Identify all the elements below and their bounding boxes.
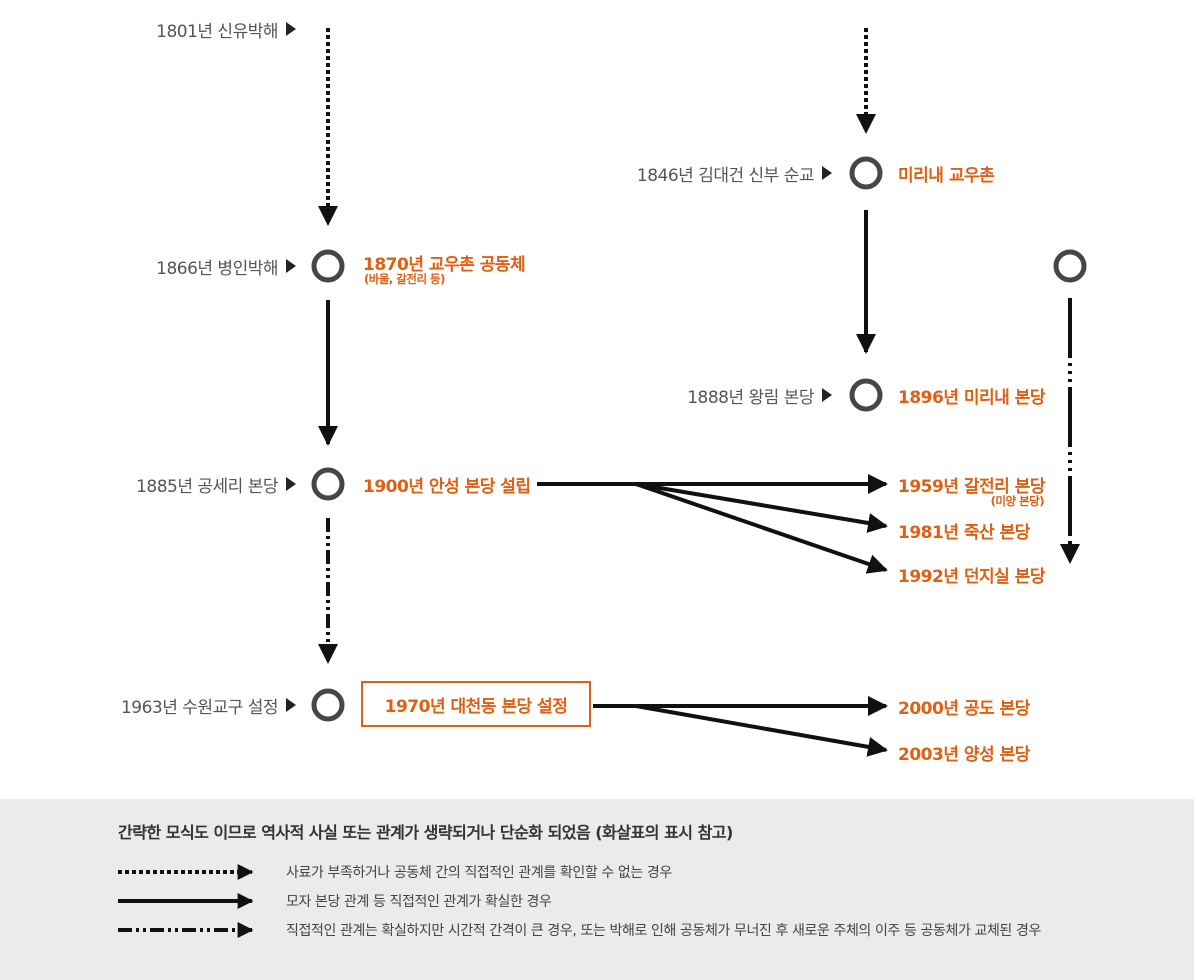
event-1866: 1866년 병인박해 [156, 259, 278, 279]
label-1870-village-sub: (바울, 갈전리 등) [364, 272, 445, 286]
legend-panel: 간략한 모식도 이므로 역사적 사실 또는 관계가 생략되거나 단순화 되었음 … [0, 799, 1194, 980]
label-1992-deonjisil: 1992년 던지실 본당 [898, 567, 1046, 587]
flow-diagram [286, 22, 1087, 757]
arrow-daecheondong-to-yangseong [635, 704, 888, 757]
event-1885: 1885년 공세리 본당 [136, 477, 278, 497]
daecheondong-box: 1970년 대천동 본당 설정 [361, 681, 591, 727]
node-right-column [1053, 249, 1087, 283]
pointer-triangle-1866 [286, 259, 296, 273]
label-1981-juksan: 1981년 죽산 본당 [898, 523, 1030, 543]
legend-text-solid: 모자 본당 관계 등 직접적인 관계가 확실한 경우 [286, 894, 552, 910]
pointer-triangle-1963 [286, 698, 296, 712]
node-1885 [311, 467, 345, 501]
label-1870-village: 1870년 교우촌 공동체 [363, 255, 526, 275]
node-1866 [311, 249, 345, 283]
label-1959-galjeonri-sub: (미양 본당) [990, 494, 1045, 508]
legend-title: 간략한 모식도 이므로 역사적 사실 또는 관계가 생략되거나 단순화 되었음 … [118, 823, 733, 842]
label-mirinae-village: 미리내 교우촌 [898, 166, 995, 186]
label-1900-anseong: 1900년 안성 본당 설립 [363, 477, 531, 497]
event-1801: 1801년 신유박해 [156, 22, 278, 42]
label-1896-mirinae: 1896년 미리내 본당 [898, 388, 1046, 408]
label-2003-yangseong: 2003년 양성 본당 [898, 745, 1030, 765]
label-1959-galjeonri: 1959년 갈전리 본당 [898, 477, 1046, 497]
node-1888 [849, 378, 883, 412]
legend-arrows [118, 864, 254, 938]
label-2000-gongdo: 2000년 공도 본당 [898, 699, 1030, 719]
legend-text-dotted: 사료가 부족하거나 공동체 간의 직접적인 관계를 확인할 수 없는 경우 [286, 865, 672, 881]
pointer-triangle-1801 [286, 22, 296, 36]
label-1970-daecheondong: 1970년 대천동 본당 설정 [384, 696, 568, 717]
node-1963 [311, 688, 345, 722]
node-1846 [849, 156, 883, 190]
event-1963: 1963년 수원교구 설정 [120, 698, 279, 718]
arrow-anseong-to-juksan [635, 482, 888, 533]
event-1846: 1846년 김대건 신부 순교 [636, 166, 815, 186]
legend-text-dashdot: 직접적인 관계는 확실하지만 시간적 간격이 큰 경우, 또는 박해로 인해 공… [286, 923, 1041, 939]
arrow-anseong-to-deonjisil [635, 482, 888, 574]
event-1888: 1888년 왕림 본당 [687, 388, 814, 408]
pointer-triangle-1885 [286, 477, 296, 491]
pointer-triangle-1846 [822, 166, 832, 180]
pointer-triangle-1888 [822, 388, 832, 402]
